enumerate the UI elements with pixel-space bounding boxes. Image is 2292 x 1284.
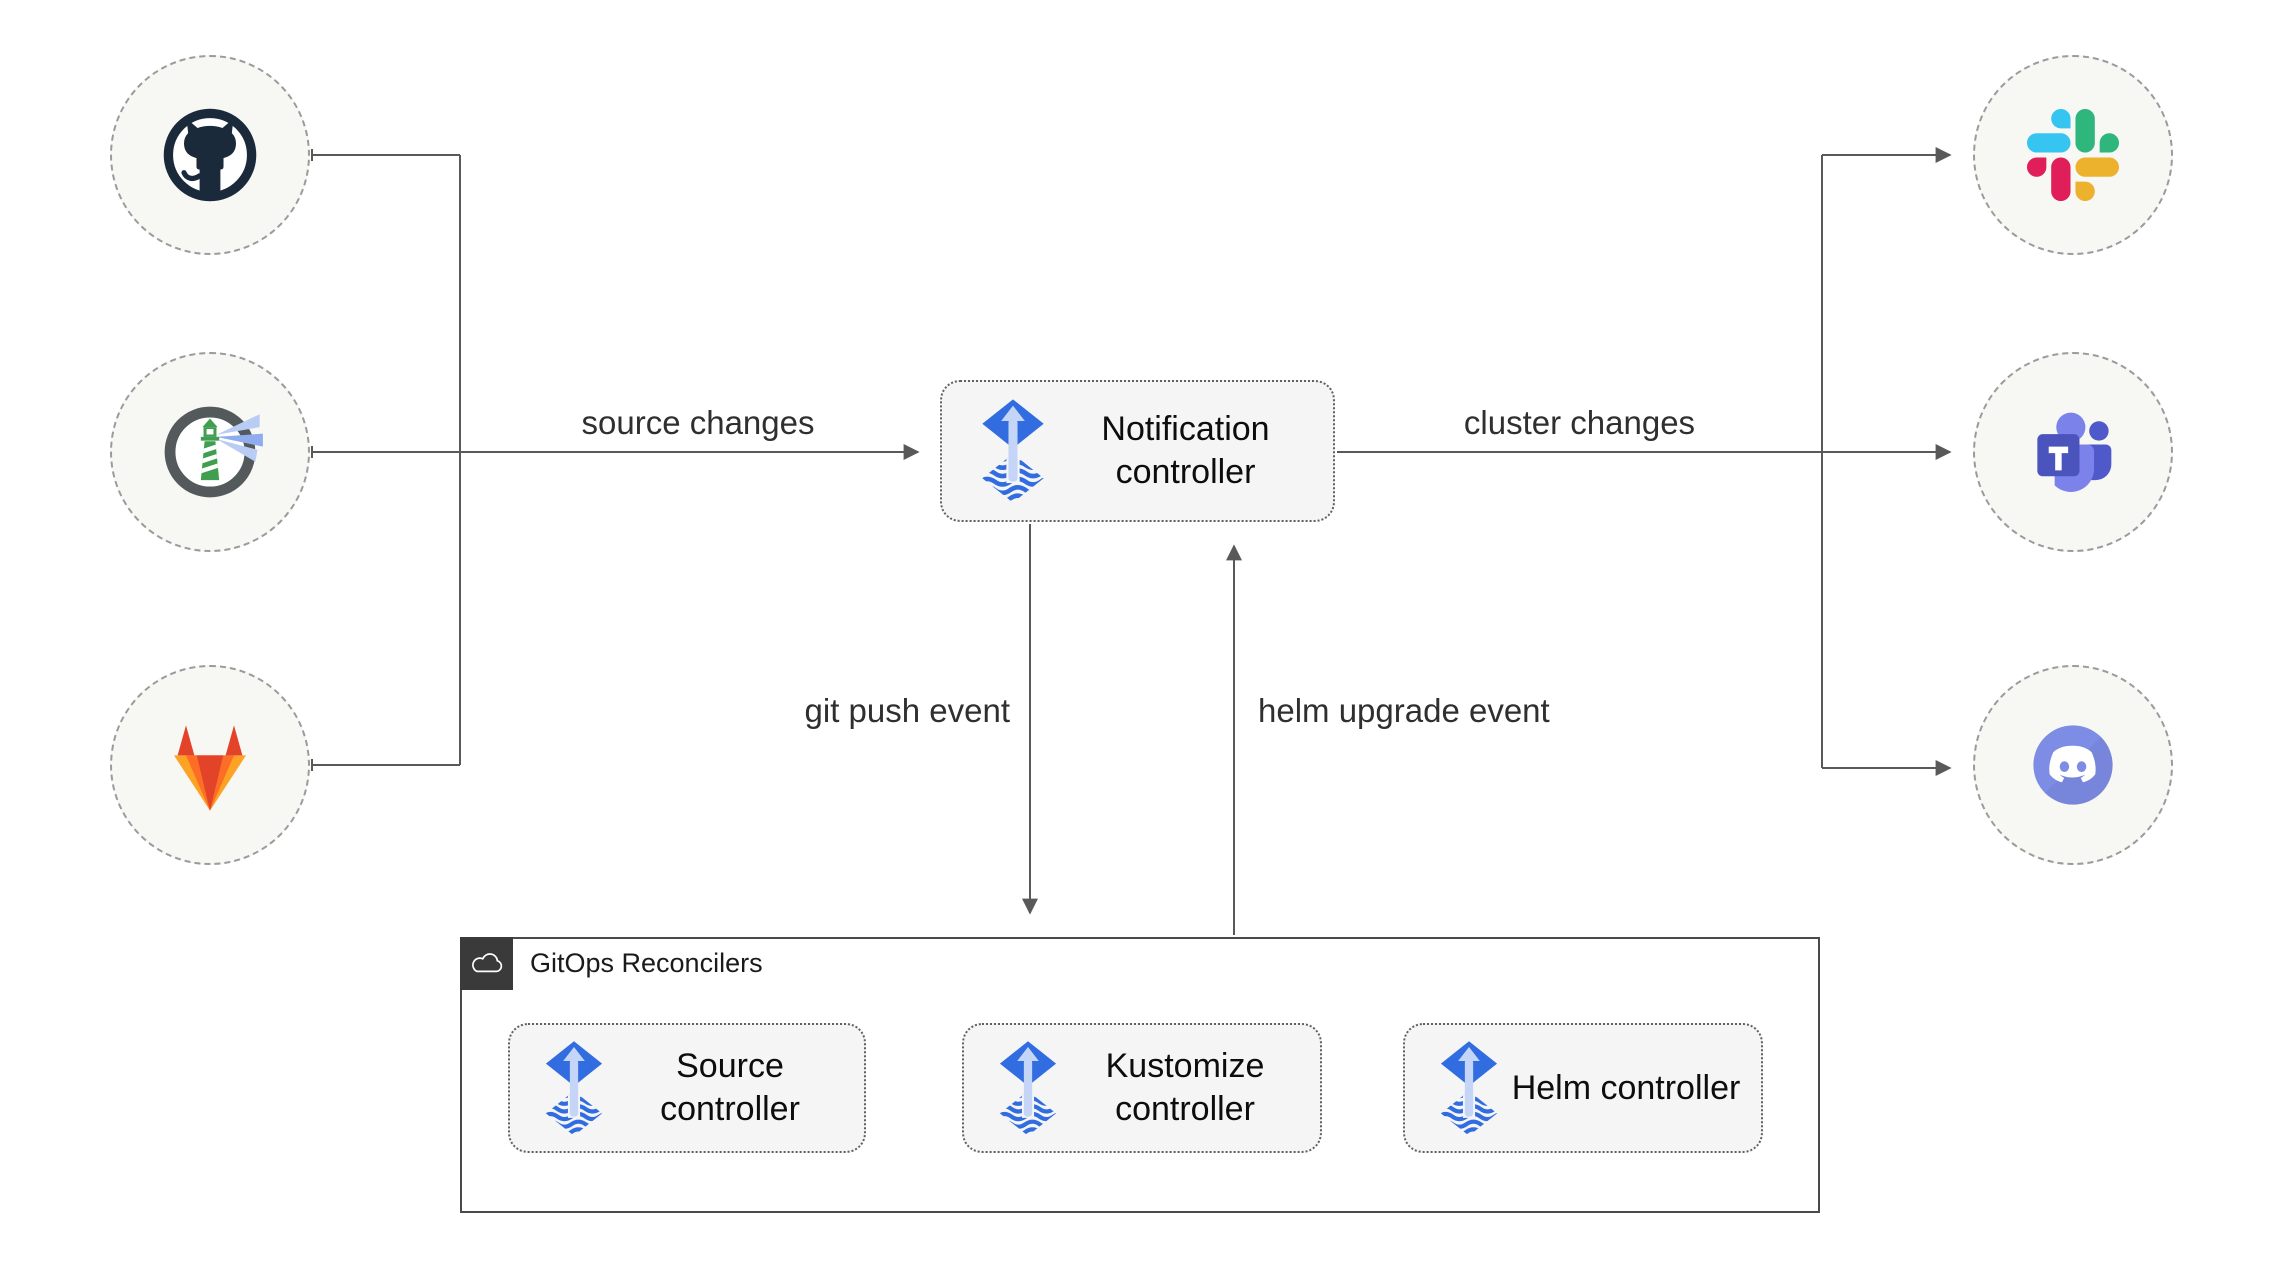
node-teams xyxy=(1973,352,2173,552)
gitlab-icon xyxy=(150,705,270,825)
slack-icon xyxy=(2027,109,2119,201)
edge-label-cluster-changes: cluster changes xyxy=(1463,404,1696,441)
node-gitlab xyxy=(110,665,310,865)
flux-icon xyxy=(978,398,1048,504)
microsoft-teams-icon xyxy=(2019,398,2127,506)
flux-icon xyxy=(996,1040,1060,1137)
kustomize-controller-label: Kustomize controller xyxy=(1105,1047,1265,1128)
helm-controller-label: Helm controller xyxy=(1511,1068,1741,1107)
node-harbor xyxy=(110,352,310,552)
node-helm-controller: Helm controller xyxy=(1403,1023,1763,1153)
node-notification-controller: Notification controller xyxy=(940,380,1335,522)
flux-icon xyxy=(1437,1040,1501,1137)
notification-controller-label: Notification controller xyxy=(1101,410,1270,491)
edge-label-helm-upgrade-event: helm upgrade event xyxy=(1258,692,1550,729)
gitops-group-label: GitOps Reconcilers xyxy=(530,948,763,978)
gitops-group-badge xyxy=(460,937,513,990)
node-kustomize-controller: Kustomize controller xyxy=(962,1023,1322,1153)
node-discord xyxy=(1973,665,2173,865)
source-controller-label: Source controller xyxy=(660,1047,800,1128)
cloud-icon xyxy=(469,950,505,977)
node-github xyxy=(110,55,310,255)
discord-icon xyxy=(2018,710,2128,820)
edge-label-git-push-event: git push event xyxy=(804,692,1010,729)
node-slack xyxy=(1973,55,2173,255)
harbor-icon xyxy=(156,398,264,506)
github-icon xyxy=(158,103,262,207)
node-source-controller: Source controller xyxy=(508,1023,866,1153)
edge-label-source-changes: source changes xyxy=(581,404,815,441)
flux-icon xyxy=(542,1040,606,1137)
